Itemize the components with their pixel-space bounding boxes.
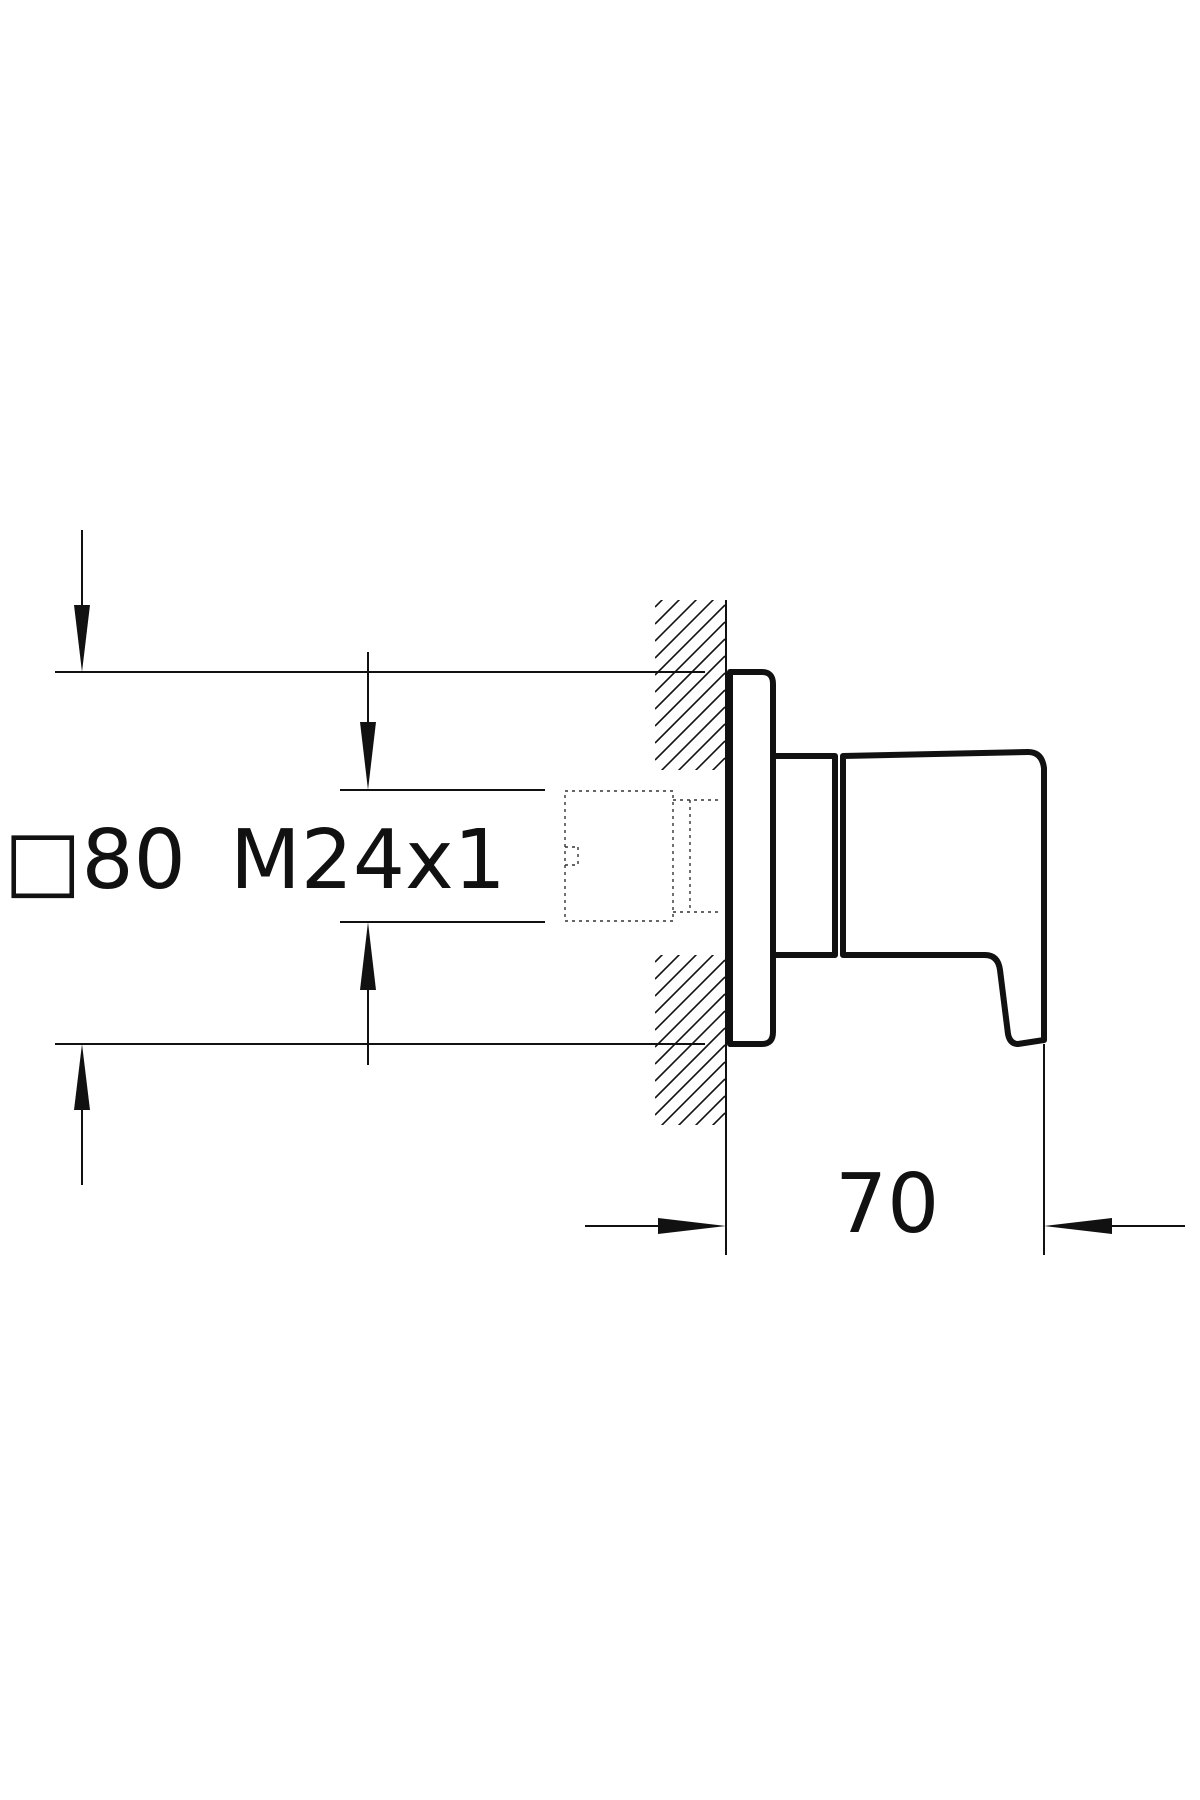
depth-dimension-arrow-right (1044, 1218, 1185, 1234)
hatch-line (655, 955, 664, 963)
hatch-line (655, 600, 681, 625)
depth-dimension-arrow-left (585, 1218, 726, 1234)
projection-depth-label: 70 (835, 1157, 939, 1252)
hatch-line (655, 520, 725, 590)
hatch-line (655, 993, 725, 1065)
hatch-line (655, 600, 698, 642)
hatch-line (711, 757, 725, 770)
hatch-line (655, 955, 698, 997)
cover-plate (727, 669, 776, 1047)
hatch-line (655, 976, 725, 1048)
hatch-line (655, 1044, 725, 1116)
hatch-line (655, 604, 725, 676)
hatch-line (655, 1010, 725, 1082)
hatch-line (655, 955, 681, 980)
hatch-line (655, 672, 725, 744)
hatch-line (655, 638, 725, 710)
handle-collar (772, 753, 838, 958)
hatch-line (655, 655, 725, 727)
thread-dimension-arrow-top (360, 652, 376, 790)
hatch-line (655, 689, 725, 761)
hatch-line (660, 1061, 725, 1125)
hatch-line (677, 1078, 725, 1125)
wall-hatching-bottom (655, 955, 725, 1251)
hatch-line (677, 723, 725, 770)
hatch-line (711, 1112, 725, 1125)
hatch-line (694, 1095, 725, 1125)
hatch-line (655, 959, 725, 1031)
hatch-line (655, 1147, 725, 1217)
thread-dimension-arrow-bottom (360, 922, 376, 1065)
hatch-line (655, 955, 715, 1014)
hatch-line (694, 740, 725, 770)
thread-size-label: M24x1 (230, 813, 506, 908)
lever-handle (840, 749, 1047, 1047)
hatch-line (655, 600, 664, 608)
hatch-line (655, 1130, 725, 1200)
plate-dimension-arrow-top (74, 530, 90, 672)
plate-size-label: □80 (4, 813, 186, 908)
hatch-line (655, 621, 725, 693)
hatch-line (655, 1181, 725, 1251)
plate-dimension-arrow-bottom (74, 1044, 90, 1185)
wall-hatching-top (655, 520, 725, 770)
hatch-line (655, 600, 715, 659)
threaded-spindle (564, 790, 720, 922)
hatch-line (655, 1027, 725, 1099)
hatch-line (660, 706, 725, 770)
